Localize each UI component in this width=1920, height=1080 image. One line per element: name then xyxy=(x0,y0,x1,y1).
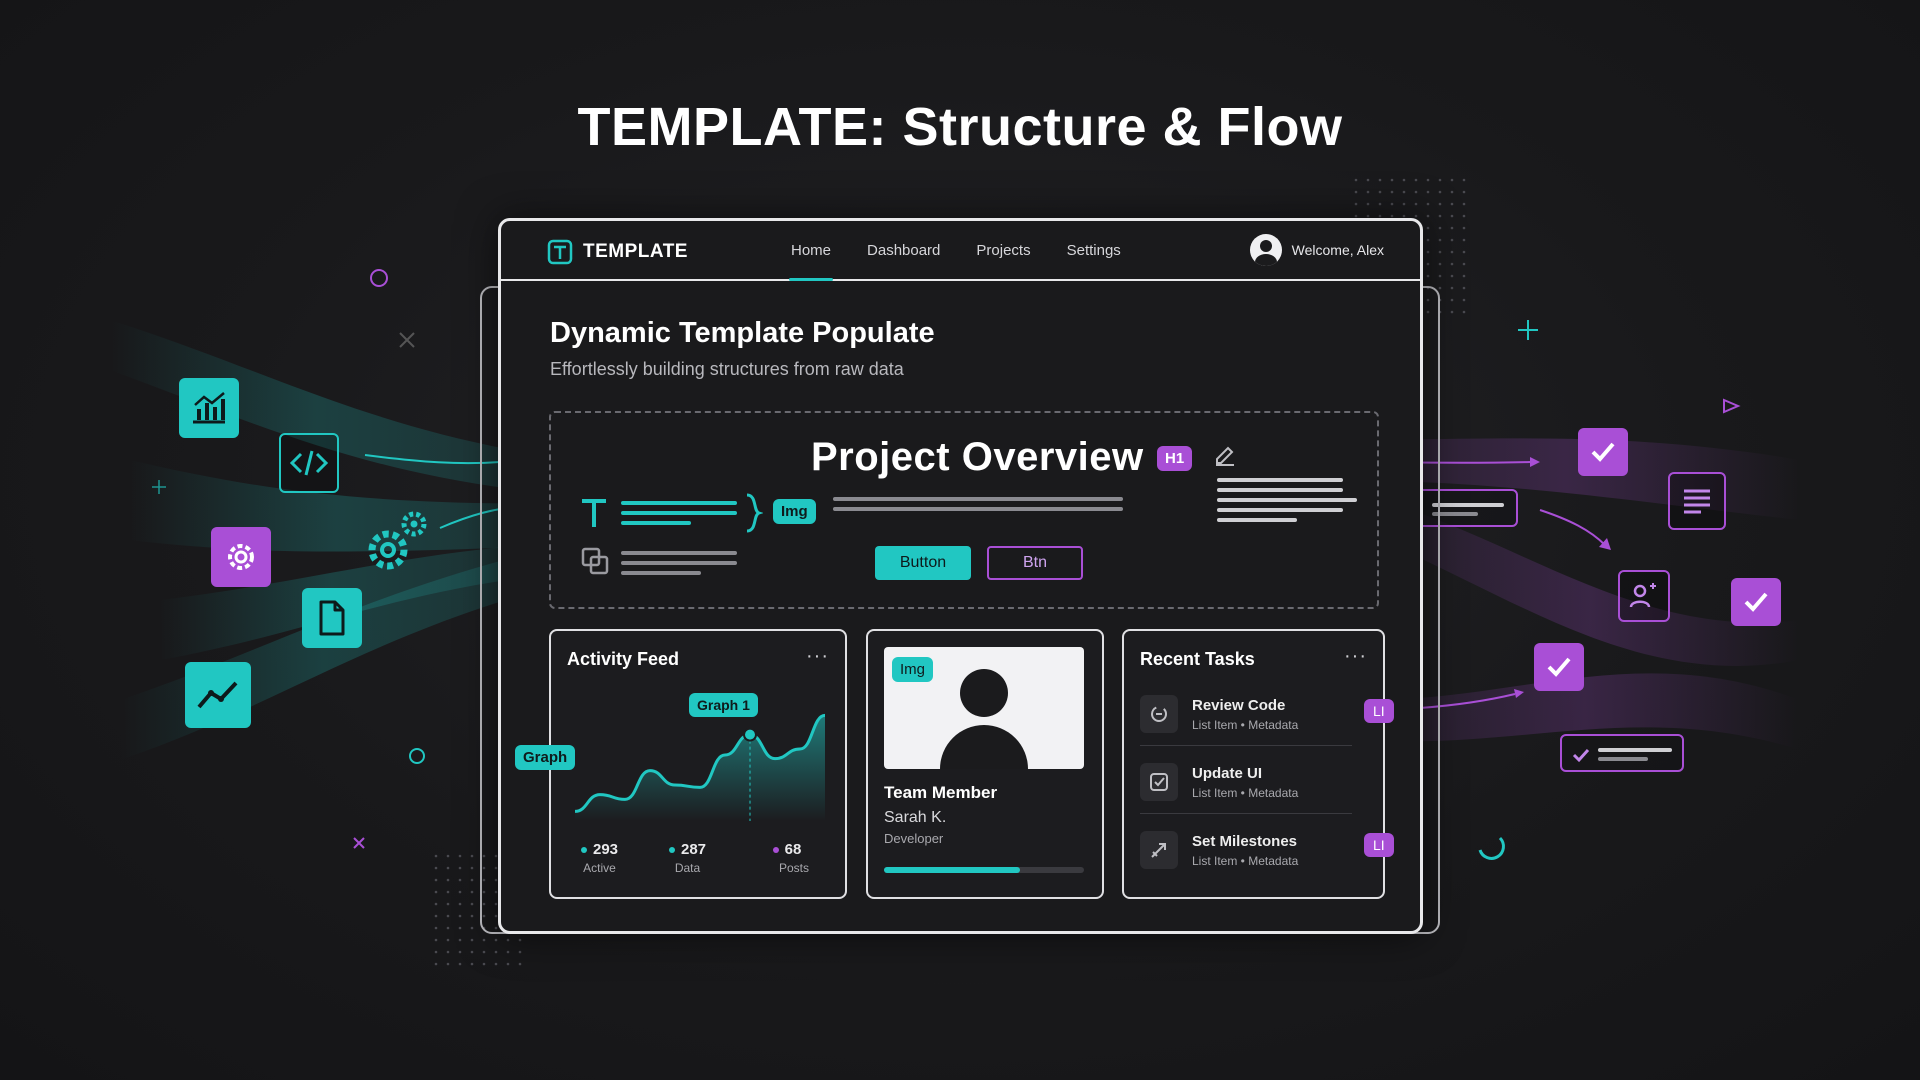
graph-marker-dot xyxy=(743,727,757,742)
check-square-icon xyxy=(1140,763,1178,801)
h1-tag: H1 xyxy=(1157,446,1193,471)
img-tag: Img xyxy=(892,657,934,682)
task-meta: List Item • Metadata xyxy=(1192,854,1299,868)
hero-title: Dynamic Template Populate xyxy=(550,317,935,349)
img-tag: Img xyxy=(773,499,816,524)
stat-data: 287 Data xyxy=(669,841,706,875)
nav-item-settings[interactable]: Settings xyxy=(1066,242,1121,259)
task-item-set-milestones[interactable]: Set Milestones List Item • Metadata xyxy=(1140,825,1360,887)
stat-value: 293 xyxy=(593,841,619,858)
graph-line xyxy=(574,713,826,813)
nav-item-home[interactable]: Home xyxy=(788,221,834,281)
user-menu[interactable]: Welcome, Alex xyxy=(1249,234,1384,266)
nav-item-projects[interactable]: Projects xyxy=(976,242,1031,259)
graph-area xyxy=(575,715,825,821)
project-overview-title: Project Overview xyxy=(811,435,1144,479)
task-meta: List Item • Metadata xyxy=(1192,786,1299,800)
bar-chart-icon xyxy=(179,378,239,438)
li-tag: LI xyxy=(1364,833,1394,857)
li-tag: LI xyxy=(1364,699,1394,723)
avatar xyxy=(1249,234,1282,266)
stat-label: Posts xyxy=(779,861,810,875)
rocket-icon xyxy=(1140,831,1178,869)
team-member-title: Team Member xyxy=(884,783,998,802)
project-overview-section: Project Overview H1 Img Button Btn xyxy=(549,411,1379,609)
team-member-card: Img Team Member Sarah K. Developer xyxy=(866,629,1104,899)
activity-graph xyxy=(574,713,826,821)
checkbox-icon xyxy=(1731,578,1781,626)
list-icon xyxy=(1668,472,1726,530)
progress-bar xyxy=(884,867,1084,873)
document-icon xyxy=(302,588,362,648)
gears-icon xyxy=(362,506,432,576)
code-icon xyxy=(279,433,339,493)
task-item-review-code[interactable]: Review Code List Item • Metadata xyxy=(1140,689,1360,751)
nav-menu: Home Dashboard Projects Settings xyxy=(788,221,1121,281)
refresh-icon xyxy=(1140,695,1178,733)
recent-tasks-card: Recent Tasks ··· Review Code List Item •… xyxy=(1122,629,1385,899)
activity-feed-title: Activity Feed xyxy=(567,649,680,669)
edit-icon[interactable] xyxy=(1213,443,1237,467)
checked-field-icon xyxy=(1560,734,1684,772)
member-role: Developer xyxy=(884,831,944,846)
task-item-update-ui[interactable]: Update UI List Item • Metadata xyxy=(1140,757,1360,819)
activity-feed-card: Activity Feed ··· Graph 1 293 Active 287… xyxy=(549,629,847,899)
member-name: Sarah K. xyxy=(884,809,947,826)
progress-fill xyxy=(884,867,1020,873)
nav-item-dashboard[interactable]: Dashboard xyxy=(867,242,941,259)
welcome-text: Welcome, Alex xyxy=(1291,242,1384,258)
stat-label: Data xyxy=(674,861,701,875)
template-window: TEMPLATE Home Dashboard Projects Setting… xyxy=(498,218,1423,934)
brand[interactable]: TEMPLATE xyxy=(547,239,688,265)
checkbox-icon xyxy=(1534,643,1584,691)
trend-line-icon xyxy=(185,662,251,728)
copy-icon xyxy=(581,547,609,575)
task-meta: List Item • Metadata xyxy=(1192,718,1299,732)
stat-active: 293 Active xyxy=(581,841,618,875)
stat-label: Active xyxy=(583,861,616,875)
brand-name: TEMPLATE xyxy=(583,241,688,262)
more-options-icon[interactable]: ··· xyxy=(806,645,829,667)
users-icon xyxy=(1618,570,1670,622)
graph-tag: Graph xyxy=(515,745,576,770)
navbar: TEMPLATE Home Dashboard Projects Setting… xyxy=(501,221,1420,281)
graph-callout: Graph 1 xyxy=(689,693,758,717)
profile-image: Img xyxy=(884,647,1084,769)
text-icon xyxy=(582,499,606,527)
stat-value: 68 xyxy=(784,841,802,858)
primary-button[interactable]: Button xyxy=(875,546,971,580)
recent-tasks-title: Recent Tasks xyxy=(1140,649,1255,669)
brace-icon xyxy=(746,493,763,533)
page-title: TEMPLATE: Structure & Flow xyxy=(577,97,1343,157)
template-logo-icon xyxy=(547,239,573,265)
secondary-button[interactable]: Btn xyxy=(987,546,1083,580)
gear-icon xyxy=(211,527,271,587)
task-name: Review Code xyxy=(1192,697,1286,714)
stat-posts: 68 Posts xyxy=(765,841,809,875)
task-name: Update UI xyxy=(1192,765,1263,782)
task-name: Set Milestones xyxy=(1192,833,1298,850)
stat-value: 287 xyxy=(681,841,707,858)
more-options-icon[interactable]: ··· xyxy=(1344,645,1367,667)
hero-subtitle: Effortlessly building structures from ra… xyxy=(550,359,904,379)
checkbox-icon xyxy=(1578,428,1628,476)
